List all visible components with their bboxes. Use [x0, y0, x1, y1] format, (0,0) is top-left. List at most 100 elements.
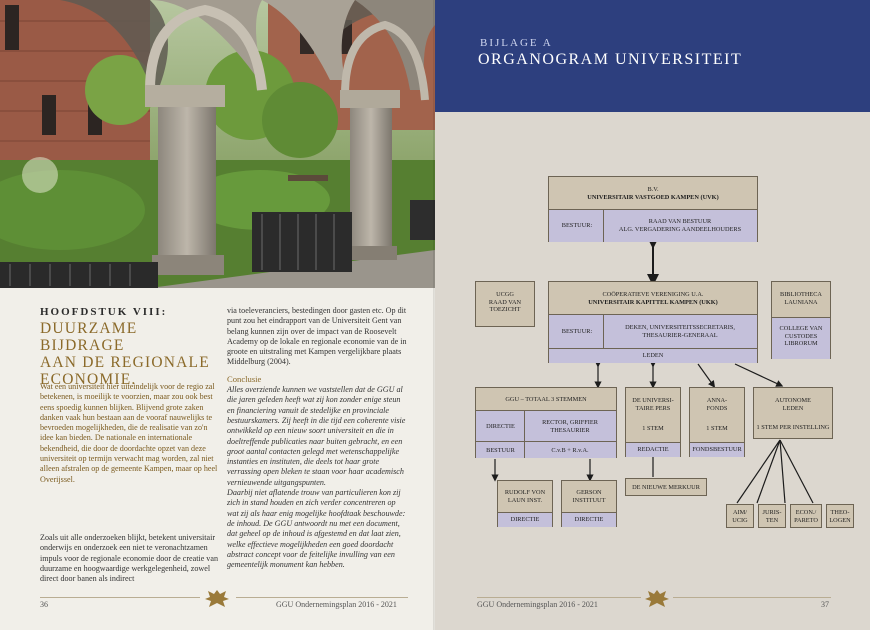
- org-box-rudolf: RUDOLF VON LAUN INST. DIRECTIE: [497, 480, 553, 527]
- bib-line5: LIBRORUM: [784, 340, 818, 347]
- bib-college-band: COLLEGE VAN CUSTODES LIBRORUM: [772, 317, 830, 359]
- uvk-line2: UNIVERSITAIR VASTGOED KAMPEN (UVK): [587, 193, 719, 201]
- footer-rule-right: [673, 597, 831, 598]
- cloister-photo: [0, 0, 435, 288]
- org-box-ukk: COÖPERATIEVE VERENIGING U.A. UNIVERSITAI…: [548, 281, 758, 363]
- chapter-title-line: AAN DE REGIONALE: [40, 354, 210, 371]
- anna-band: FONDSBESTUUR: [690, 442, 744, 457]
- org-box-theologen: THEO- LOGEN: [826, 504, 854, 528]
- ggu-directie-1: RECTOR, GRIFFIER: [542, 419, 598, 426]
- second-column: via toeleveranciers, bestedingen door ga…: [227, 306, 409, 576]
- body-paragraph: Zoals uit alle onderzoeken blijkt, betek…: [40, 533, 218, 584]
- org-connectors: [491, 237, 814, 504]
- conclusie-paragraph-2: Daarbij niet aflatende trouw van particu…: [227, 488, 406, 570]
- econ-line1: ECON./: [795, 509, 817, 516]
- footer-rule-right: [236, 597, 408, 598]
- ukk-bestuur-band: BESTUUR: DEKEN, UNIVERSITEITSSECRETARIS,…: [549, 314, 757, 348]
- aim-line2: UCIG: [732, 516, 748, 524]
- ukk-line1: COÖPERATIEVE VERENIGING U.A.: [602, 291, 704, 298]
- autonome-line1: AUTONOME: [775, 397, 811, 404]
- ggu-directie-2: THESAURIER: [550, 427, 590, 434]
- anna-stem: 1 STEM: [706, 425, 728, 432]
- autonome-line2: LEDEN: [782, 404, 804, 412]
- ggu-bestuur-value: C.v.B + R.v.A.: [551, 447, 589, 454]
- rudolf-band: DIRECTIE: [498, 512, 552, 527]
- org-box-bibliotheca: BIBLIOTHECA LAUNIANA COLLEGE VAN CUSTODE…: [771, 281, 831, 359]
- gerson-line2: INSTITUUT: [572, 496, 606, 504]
- pers-band: REDACTIE: [626, 442, 680, 457]
- org-box-gerson: GERSON INSTITUUT DIRECTIE: [561, 480, 617, 527]
- pers-line2: TAIRE PERS: [635, 404, 671, 412]
- ukk-leden: LEDEN: [549, 348, 757, 363]
- juristen-line1: JURIS-: [762, 509, 782, 516]
- rudolf-line1: RUDOLF VON: [504, 489, 546, 496]
- aim-line1: AIM/: [733, 509, 747, 516]
- rudolf-line2: LAUN INST.: [507, 496, 543, 504]
- uvk-bestuur-2: ALG. VERGADERING AANDEELHOUDERS: [618, 226, 742, 233]
- org-box-pers: DE UNIVERSI- TAIRE PERS 1 STEM REDACTIE: [625, 387, 681, 457]
- org-box-merkuur: DE NIEUWE MERKUUR: [625, 478, 707, 496]
- chapter-label: HOOFDSTUK VIII:: [40, 306, 168, 318]
- header-band: [435, 0, 870, 112]
- org-box-ucgg: UCGG RAAD VAN TOEZICHT: [475, 281, 535, 327]
- col2-paragraph: via toeleveranciers, bestedingen door ga…: [227, 306, 407, 367]
- uvk-bestuur-label: BESTUUR:: [561, 222, 593, 229]
- page-number-right: 37: [821, 600, 829, 609]
- left-page: HOOFDSTUK VIII: DUURZAME BIJDRAGE AAN DE…: [0, 0, 435, 630]
- uvk-line1: B.V.: [647, 186, 659, 193]
- autonome-stem: 1 STEM PER INSTELLING: [756, 424, 830, 431]
- org-box-uvk: B.V. UNIVERSITAIR VASTGOED KAMPEN (UVK) …: [548, 176, 758, 242]
- org-box-juristen: JURIS- TEN: [758, 504, 786, 528]
- ucgg-line2: RAAD VAN: [488, 298, 522, 306]
- org-box-autonome: AUTONOME LEDEN 1 STEM PER INSTELLING: [753, 387, 833, 439]
- cloister-illustration: [0, 0, 435, 288]
- crest-icon: [645, 590, 669, 607]
- pers-stem: 1 STEM: [642, 425, 664, 432]
- ukk-line2: UNIVERSITAIR KAPITTEL KAMPEN (UKK): [588, 298, 718, 306]
- theologen-line1: THEO-: [830, 509, 850, 516]
- ggu-bestuur-label: BESTUUR: [486, 447, 515, 454]
- ggu-directie-label: DIRECTIE: [486, 423, 515, 430]
- bib-line2: LAUNIANA: [784, 298, 818, 306]
- ukk-bestuur-2: THESAURIER-GENERAAL: [642, 332, 718, 339]
- chapter-title: DUURZAME BIJDRAGE AAN DE REGIONALE ECONO…: [40, 320, 220, 388]
- page-number-left: 36: [40, 600, 48, 609]
- gerson-line1: GERSON: [576, 489, 602, 496]
- right-page: BIJLAGE A ORGANOGRAM UNIVERSITEIT: [435, 0, 870, 630]
- org-box-econ: ECON./ PARETO: [790, 504, 822, 528]
- anna-line2: FONDS: [706, 404, 728, 412]
- bib-line1: BIBLIOTHECA: [780, 291, 822, 298]
- bib-line3: COLLEGE VAN: [779, 325, 823, 332]
- crest-icon: [205, 590, 229, 607]
- conclusie-paragraph-1: Alles overziende kunnen we vaststellen d…: [227, 385, 406, 487]
- appendix-label: BIJLAGE A: [480, 37, 553, 49]
- bib-line4: CUSTODES: [784, 332, 818, 340]
- footer-title-right: GGU Ondernemingsplan 2016 - 2021: [477, 600, 598, 609]
- econ-line2: PARETO: [794, 516, 818, 524]
- pers-line1: DE UNIVERSI-: [632, 397, 674, 404]
- org-box-aim: AIM/ UCIG: [726, 504, 754, 528]
- ggu-header: GGU – TOTAAL 3 STEMMEN: [505, 396, 587, 403]
- theologen-line2: LOGEN: [829, 516, 851, 524]
- footer-rule-left: [477, 597, 641, 598]
- chapter-title-line: DUURZAME BIJDRAGE: [40, 320, 138, 354]
- ucgg-line3: TOEZICHT: [489, 306, 521, 313]
- juristen-line2: TEN: [765, 516, 779, 524]
- org-box-ggu: GGU – TOTAAL 3 STEMMEN DIRECTIE RECTOR, …: [475, 387, 617, 458]
- anna-line1: ANNA-: [706, 397, 728, 404]
- conclusie-heading: Conclusie: [227, 373, 262, 384]
- page-title: ORGANOGRAM UNIVERSITEIT: [478, 51, 743, 68]
- ggu-bestuur-band: BESTUUR C.v.B + R.v.A.: [476, 441, 616, 458]
- intro-paragraph: Wat een universiteit hier uiteindelijk v…: [40, 382, 218, 484]
- ukk-bestuur-label: BESTUUR:: [561, 328, 593, 335]
- gerson-band: DIRECTIE: [562, 512, 616, 527]
- uvk-bestuur-band: BESTUUR: RAAD VAN BESTUUR ALG. VERGADERI…: [549, 209, 757, 242]
- ggu-directie-band: DIRECTIE RECTOR, GRIFFIER THESAURIER: [476, 410, 616, 441]
- ucgg-line1: UCGG: [496, 291, 514, 298]
- footer-rule-left: [40, 597, 200, 598]
- ukk-bestuur-1: DEKEN, UNIVERSITEITSSECRETARIS,: [625, 324, 735, 331]
- uvk-bestuur-1: RAAD VAN BESTUUR: [648, 218, 712, 225]
- chapter-title-line: ECONOMIE.: [40, 371, 137, 388]
- footer-title-left: GGU Ondernemingsplan 2016 - 2021: [276, 600, 397, 609]
